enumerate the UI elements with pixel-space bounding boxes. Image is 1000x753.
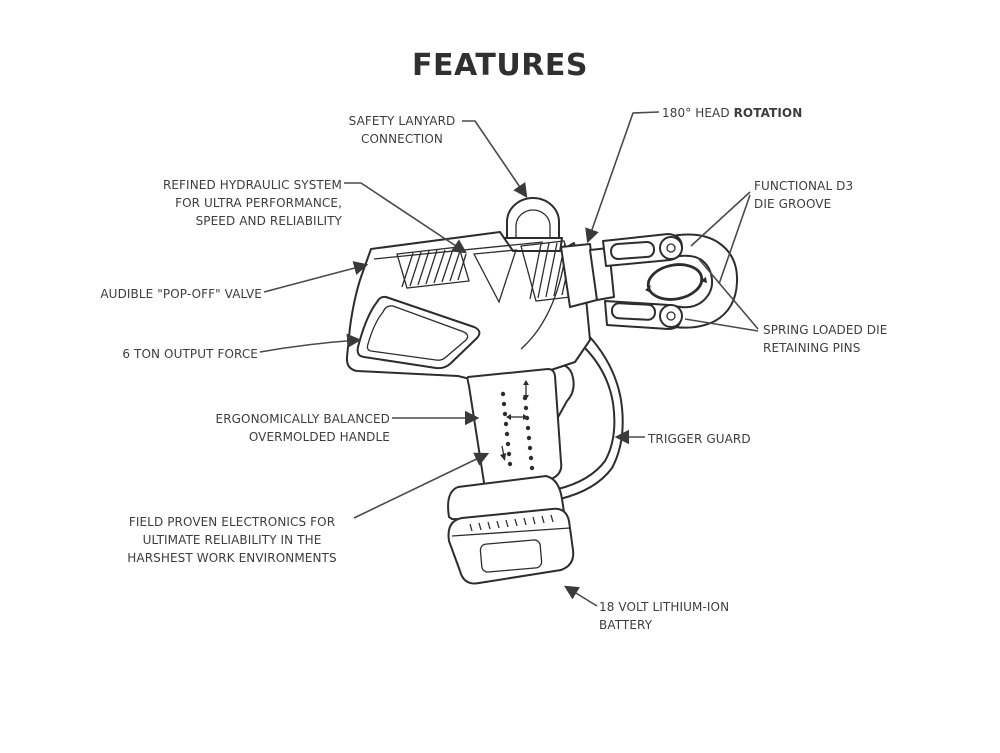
leader-hydraulic-system [344, 182, 467, 254]
battery-shape [447, 475, 575, 585]
leader-retaining-pins-b [684, 318, 759, 332]
label-trigger-guard: TRIGGER GUARD [648, 432, 751, 446]
leader-battery [563, 585, 598, 607]
leader-die-groove-a [690, 191, 751, 247]
lanyard-ring-shape [503, 197, 563, 253]
label-output-force: 6 TON OUTPUT FORCE [122, 347, 258, 361]
leader-retaining-pins-a [697, 257, 759, 330]
leader-lines [259, 111, 759, 607]
label-battery: 18 VOLT LITHIUM-ION BATTERY [599, 600, 730, 632]
diagram-title: FEATURES [412, 48, 588, 83]
label-safety-lanyard-connection: SAFETY LANYARD CONNECTION [348, 114, 456, 146]
label-die-groove: FUNCTIONAL D3 DIE GROOVE [754, 179, 854, 211]
label-electronics: FIELD PROVEN ELECTRONICS FOR ULTIMATE RE… [127, 515, 337, 565]
leader-die-groove-b [718, 194, 751, 285]
tool-body-shape [345, 231, 591, 380]
leader-pop-off-valve [263, 261, 369, 293]
label-hydraulic-system: REFINED HYDRAULIC SYSTEM FOR ULTRA PERFO… [162, 178, 342, 228]
leader-electronics [353, 452, 490, 519]
leader-head-rotation [585, 111, 660, 244]
grip-shape [466, 368, 563, 498]
leader-output-force [259, 333, 362, 353]
label-retaining-pins: SPRING LOADED DIE RETAINING PINS [763, 323, 888, 355]
leader-safety-lanyard [462, 120, 528, 198]
label-overmolded-handle: ERGONOMICALLY BALANCED OVERMOLDED HANDLE [215, 412, 390, 444]
label-pop-off-valve: AUDIBLE "POP-OFF" VALVE [100, 287, 262, 301]
label-head-rotation: 180° HEAD ROTATION [662, 106, 803, 120]
